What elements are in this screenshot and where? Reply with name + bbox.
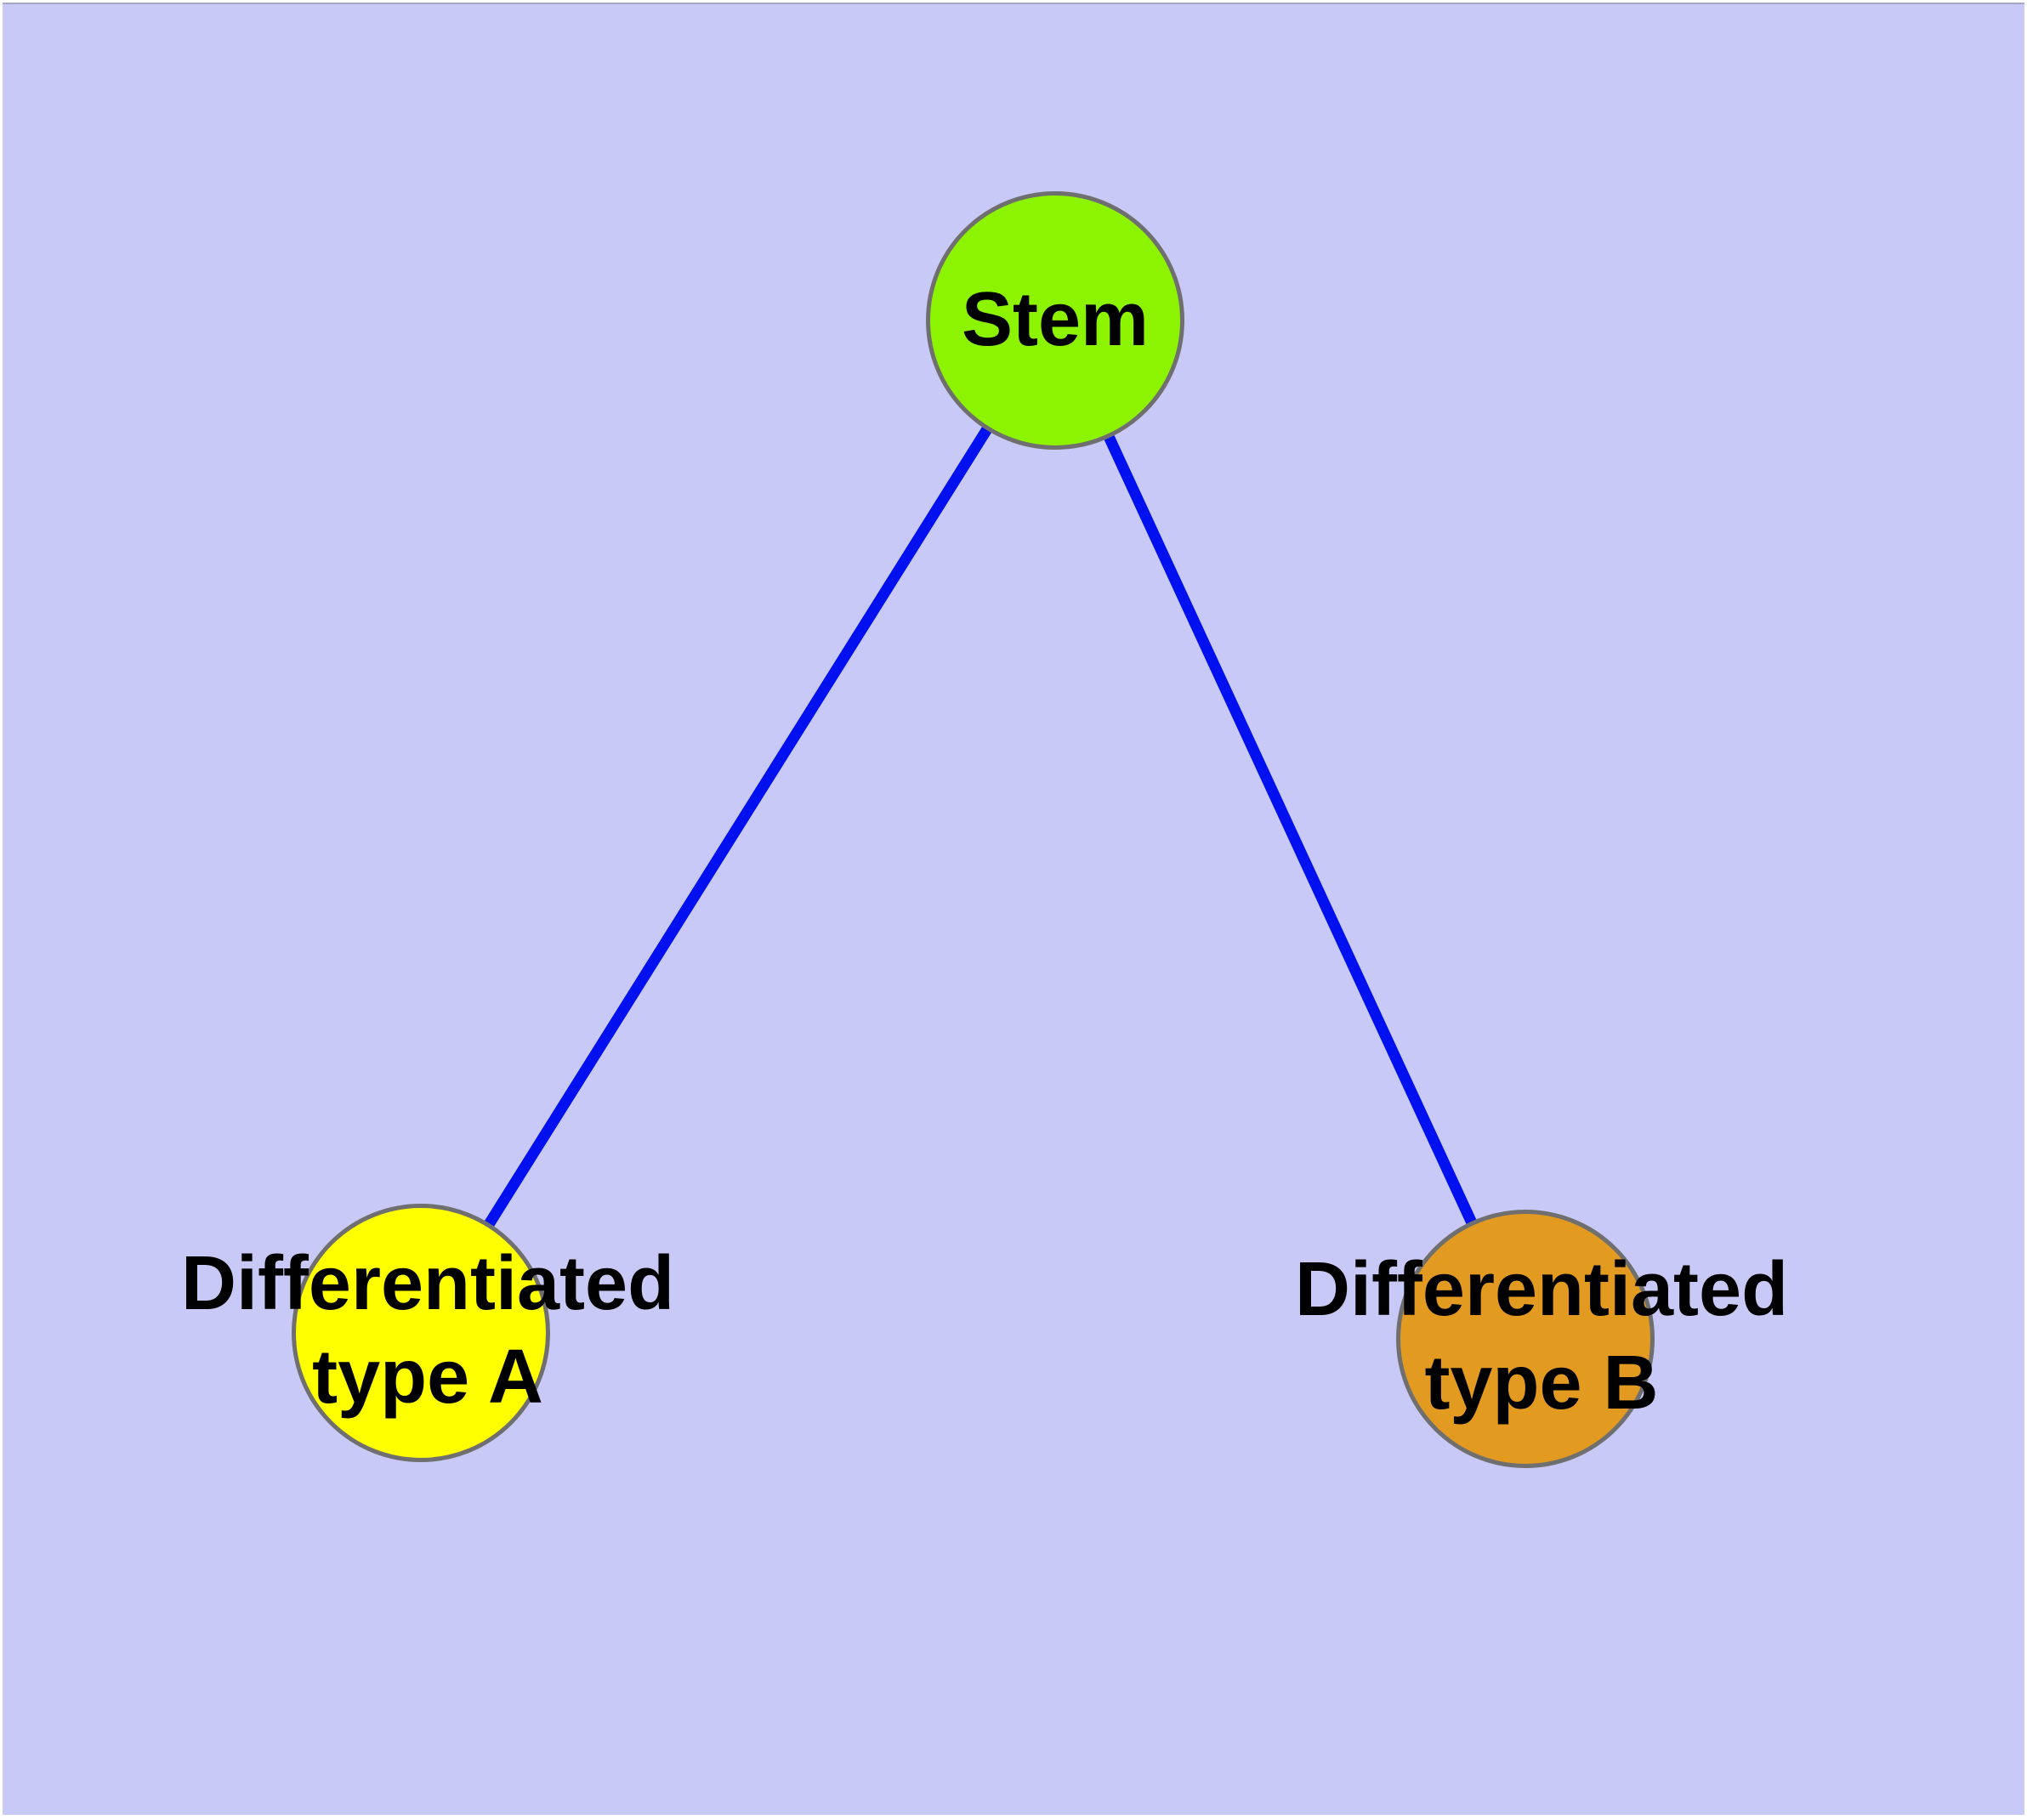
node-label-differentiated-type-a: Differentiated type A: [181, 1238, 674, 1425]
node-label-type-b-line2: type B: [1295, 1337, 1788, 1431]
edge-stem-to-type-a: [421, 320, 1055, 1333]
node-label-stem: Stem: [962, 274, 1149, 367]
node-label-differentiated-type-b: Differentiated type B: [1295, 1244, 1788, 1431]
node-label-stem-line1: Stem: [962, 274, 1149, 367]
node-label-type-a-line1: Differentiated: [181, 1238, 674, 1331]
edge-stem-to-type-b: [1055, 320, 1525, 1339]
node-label-type-b-line1: Differentiated: [1295, 1244, 1788, 1337]
node-label-type-a-line2: type A: [181, 1331, 674, 1425]
